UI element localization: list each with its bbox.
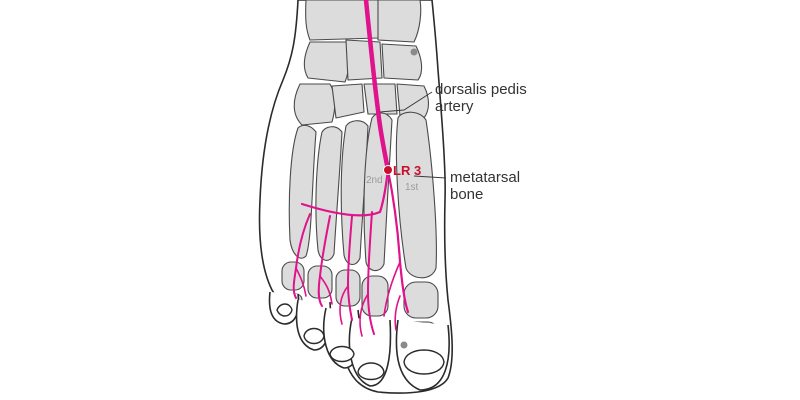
first-metatarsal-label: 1st [405,182,419,193]
toes [268,291,450,391]
artery-label-line1: dorsalis pedis [435,81,527,98]
artery-label-line2: artery [435,98,474,115]
dorsalis-pedis-artery [292,0,410,337]
bone-label-line2: bone [450,186,483,203]
toe-reference-dot [400,341,408,349]
bone-label-line1: metatarsal [450,169,520,186]
bone-leader-line [413,175,447,179]
lr3-point-marker [383,165,393,175]
lr3-label: LR 3 [393,163,421,178]
medial-malleolus-dot [410,48,418,56]
artery-leader-line [379,91,433,113]
second-metatarsal-label: 2nd [366,175,383,186]
tarsal-bones [293,0,430,126]
metatarsal-bones [288,111,437,279]
